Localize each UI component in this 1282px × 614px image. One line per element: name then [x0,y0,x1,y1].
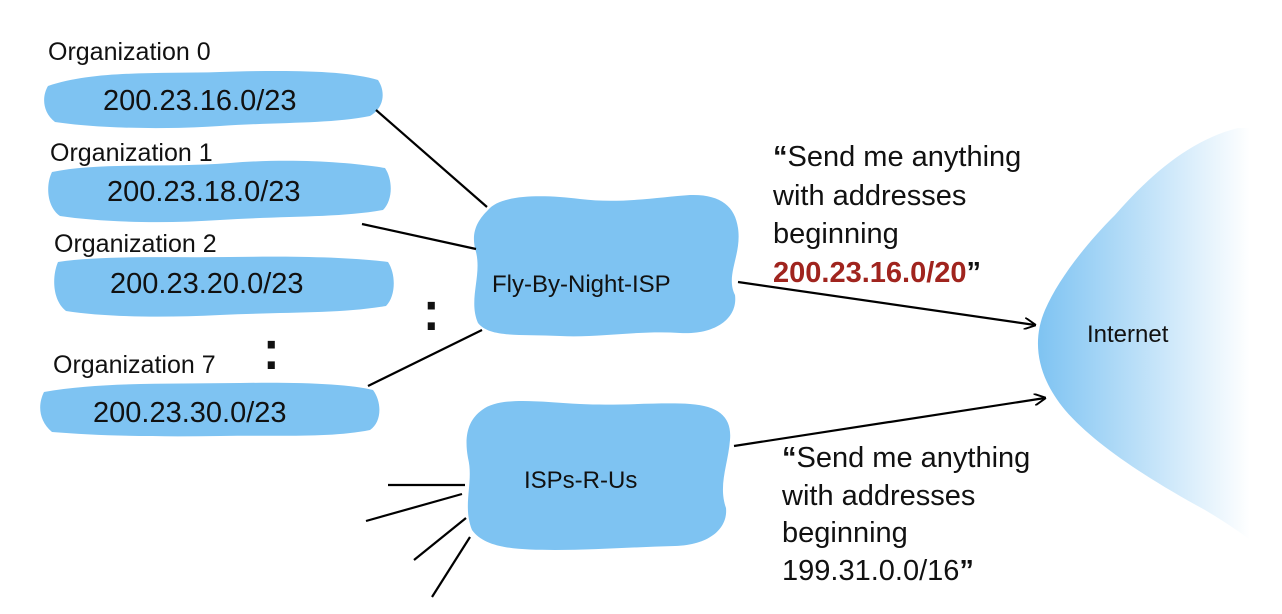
organization-2-label: Organization 2 [54,230,217,258]
internet-cloud [1037,128,1250,540]
close-quote: ” [959,554,974,587]
ellipsis-organizations: : [262,318,280,381]
organization-0-label: Organization 0 [48,38,211,66]
organization-0-cloud [44,70,383,129]
advertisement-line: “Send me anything [782,440,1030,478]
advertisement-line: with addresses [782,479,976,512]
link-org0-to-fly-by-night [375,109,488,208]
organization-0-prefix: 200.23.16.0/23 [103,85,297,117]
advertisement-line: with addresses [773,179,967,212]
close-quote: ” [966,256,982,289]
arrow-isps-r-us-to-internet [733,398,1045,448]
isps-r-us-advertisement: “Send me anything with addresses beginni… [782,440,1030,590]
organization-2-prefix: 200.23.20.0/23 [110,268,304,300]
isps-r-us-link-4 [431,536,471,598]
link-org7-to-fly-by-night [367,329,483,387]
organization-7-label: Organization 7 [53,351,216,379]
advertisement-prefix-line: 200.23.16.0/20” [773,254,1021,293]
isps-r-us-link-2 [365,492,463,523]
organization-1-cloud [48,160,391,223]
fly-by-night-advertisement: “Send me anything with addresses beginni… [773,138,1021,292]
advertised-prefix: 200.23.16.0/20 [773,256,967,289]
advertisement-prefix-line: 199.31.0.0/16” [782,553,1030,591]
advertisement-text: Send me anything [796,442,1031,474]
advertised-prefix: 199.31.0.0/16 [782,554,960,587]
advertisement-line: beginning [782,517,908,549]
organization-1-prefix: 200.23.18.0/23 [107,176,301,208]
advertisement-line: beginning [773,218,899,250]
advertisement-line: “Send me anything [773,138,1021,177]
organization-7-prefix: 200.23.30.0/23 [93,397,287,429]
ellipsis-fly-by-night-links: : [422,279,440,342]
open-quote: “ [773,141,788,173]
advertisement-text: Send me anything [787,141,1022,173]
arrow-fly-by-night-to-internet [737,280,1035,325]
internet-label: Internet [1087,321,1169,348]
isps-r-us-cloud [466,401,731,550]
organization-7-cloud [40,382,380,437]
organization-1-label: Organization 1 [50,139,213,167]
organization-2-cloud [54,256,394,317]
fly-by-night-isp-label: Fly-By-Night-ISP [492,271,671,298]
fly-by-night-isp-cloud [473,194,739,337]
isps-r-us-label: ISPs-R-Us [524,467,638,494]
link-org1-to-fly-by-night [361,222,477,251]
isps-r-us-link-3 [413,517,467,561]
open-quote: “ [782,442,797,474]
